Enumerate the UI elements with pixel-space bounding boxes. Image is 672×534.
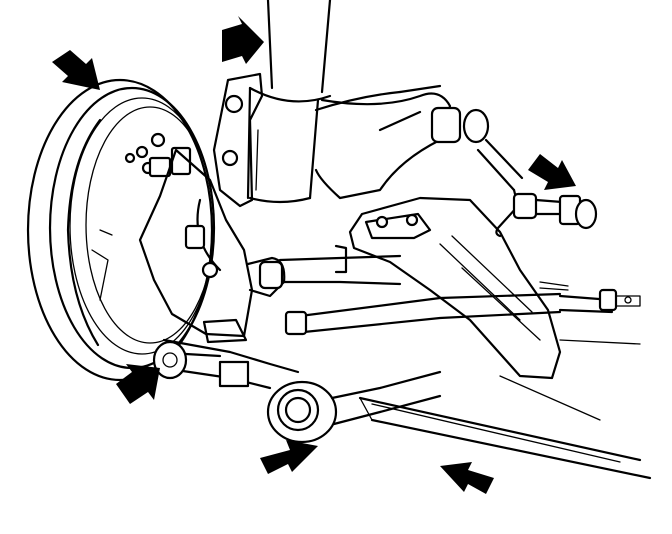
callout-arrows bbox=[52, 16, 576, 494]
arrow-lower-bushing bbox=[260, 440, 318, 474]
lower-lateral-link bbox=[278, 244, 562, 336]
lower-control-arm bbox=[152, 318, 300, 390]
stabilizer-end-link bbox=[512, 192, 598, 230]
crossmember bbox=[358, 339, 652, 480]
lateral-link-upper bbox=[430, 106, 524, 238]
arrow-bottom-crossmember bbox=[440, 462, 494, 494]
arrow-top-strut bbox=[222, 16, 264, 64]
arrow-top-left-brake bbox=[52, 50, 100, 90]
hub-bolts bbox=[124, 132, 192, 178]
arrow-right-link-joint bbox=[528, 154, 576, 190]
arrow-lower-left-link bbox=[116, 364, 160, 404]
stabilizer-bar bbox=[539, 281, 641, 314]
upper-control-arm bbox=[314, 84, 452, 200]
knuckle bbox=[138, 148, 286, 338]
strut bbox=[246, 0, 332, 204]
strut-bracket bbox=[212, 72, 264, 208]
lower-bushing bbox=[266, 370, 442, 444]
trailing-arm bbox=[348, 196, 562, 380]
